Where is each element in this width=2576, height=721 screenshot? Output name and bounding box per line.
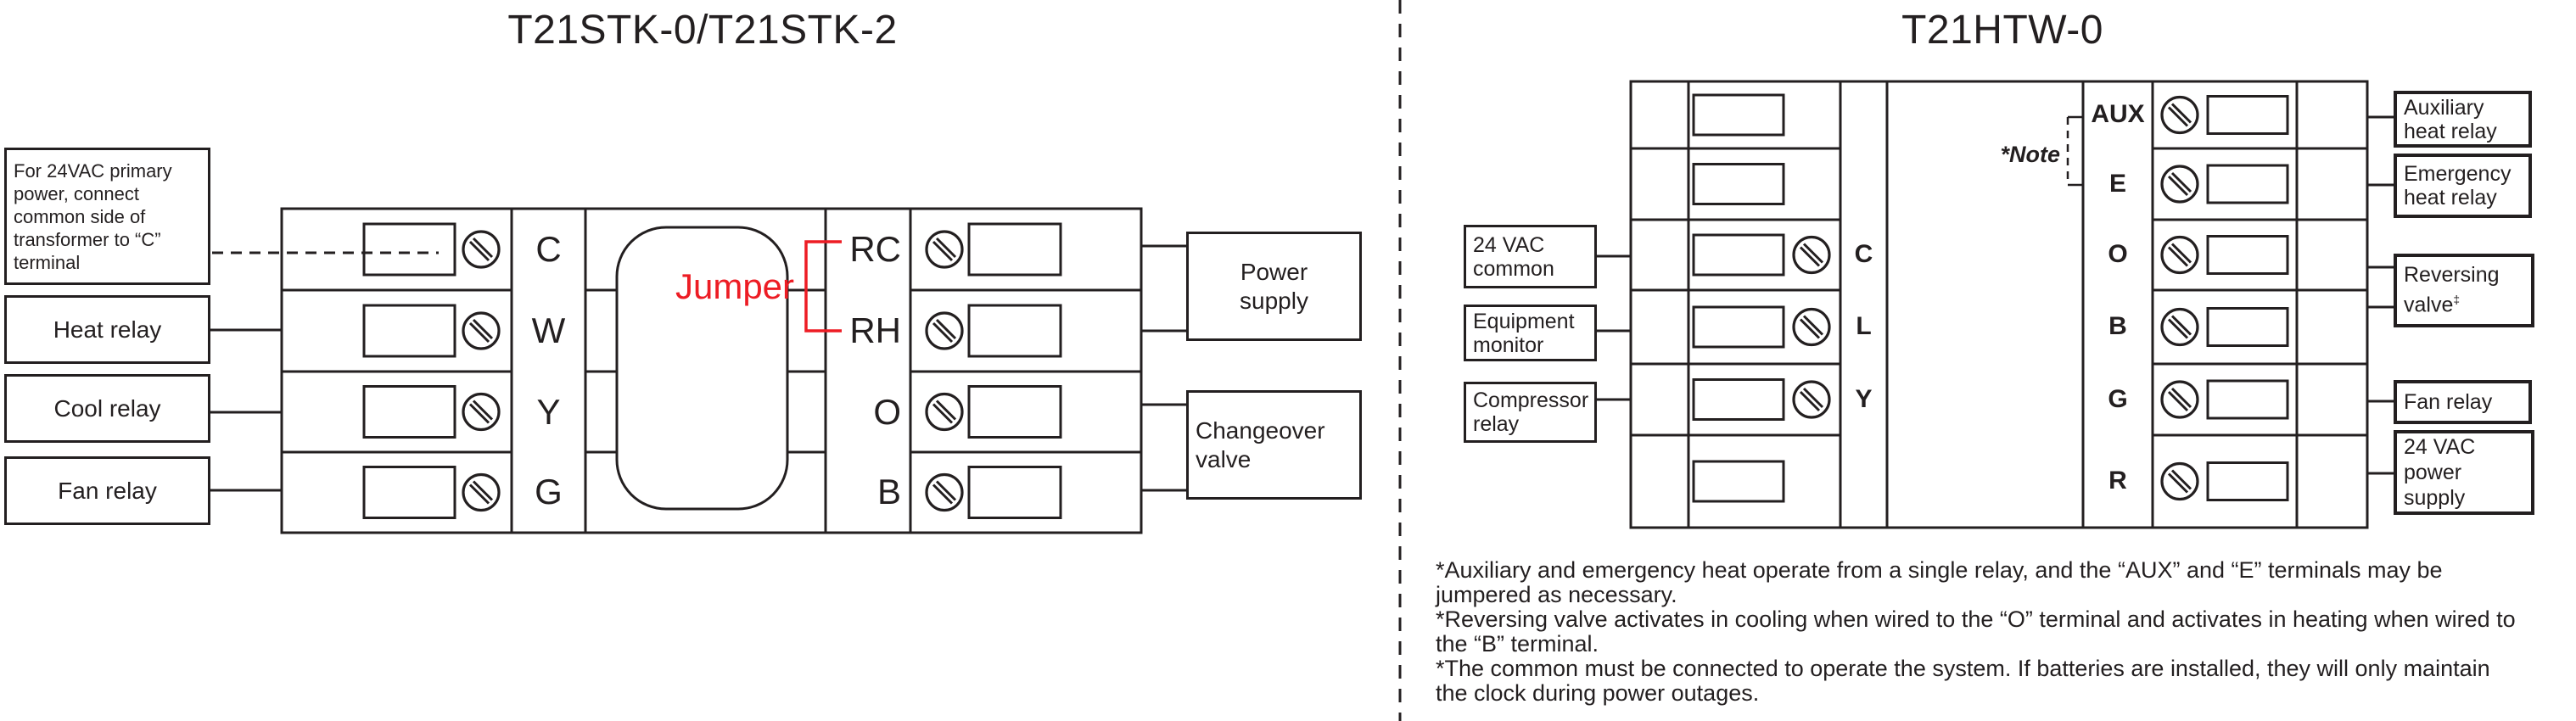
- jumper-label: Jumper: [675, 266, 795, 306]
- right-terminal-block: [1629, 80, 2369, 529]
- output-box-label: Emergency heat relay: [2404, 162, 2512, 210]
- left-diagram-title: T21STK-0/T21STK-2: [507, 8, 898, 53]
- relay-box-label: Cool relay: [53, 394, 161, 422]
- terminal-label-r: R: [2108, 467, 2127, 495]
- terminal-label-g: G: [535, 472, 563, 511]
- input-box-label: Equipment monitor: [1473, 309, 1575, 357]
- output-box-emergency-heat-relay: Emergency heat relay: [2394, 154, 2532, 218]
- output-box-fan-relay: Fan relay: [2394, 380, 2532, 424]
- screw-terminal-icon: [2160, 461, 2199, 501]
- screw-terminal-icon: [1792, 235, 1831, 275]
- output-box-24vac-power-supply: 24 VAC power supply: [2394, 430, 2534, 515]
- output-box-label: 24 VAC power supply: [2404, 435, 2476, 510]
- terminal-label-o: O: [873, 392, 901, 432]
- footnotes: *Auxiliary and emergency heat operate fr…: [1436, 558, 2526, 706]
- relay-box-cool: Cool relay: [4, 374, 210, 443]
- output-box-reversing-valve: Reversing valve‡: [2394, 254, 2534, 327]
- footnote: *The common must be connected to operate…: [1436, 656, 2490, 706]
- info-box-text: For 24VAC primary power, connect common …: [14, 159, 172, 273]
- output-box-label: Auxiliary heat relay: [2404, 95, 2497, 143]
- left-block-wire-slots: [362, 222, 1062, 519]
- right-diagram-title: T21HTW-0: [1901, 8, 2103, 53]
- terminal-label-c: C: [535, 229, 562, 269]
- jumper-bracket: [804, 240, 842, 333]
- input-box-24vac-common: 24 VAC common: [1464, 225, 1597, 288]
- screw-terminal-icon: [1792, 380, 1831, 419]
- terminal-label-aux: AUX: [2091, 100, 2145, 128]
- terminal-label-b2: B: [2108, 312, 2127, 340]
- output-box-auxiliary-heat-relay: Auxiliary heat relay: [2394, 91, 2532, 148]
- jumper-capsule-shape: [615, 226, 789, 511]
- screw-terminal-icon: [2160, 165, 2199, 204]
- relay-box-fan: Fan relay: [4, 456, 210, 525]
- footnote: *Auxiliary and emergency heat operate fr…: [1436, 557, 2443, 607]
- note-bracket: [2066, 115, 2083, 187]
- screw-terminal-icon: [1792, 307, 1831, 347]
- screw-terminal-icon: [2160, 95, 2199, 135]
- reversing-valve-footnote-mark: ‡: [2453, 293, 2461, 307]
- screw-terminal-icon: [925, 392, 964, 432]
- power-supply-label: Power supply: [1240, 258, 1308, 314]
- right-block-wire-slots: [1692, 93, 2289, 503]
- screw-terminal-icon: [462, 392, 501, 432]
- input-box-equipment-monitor: Equipment monitor: [1464, 305, 1597, 361]
- output-box-label: Fan relay: [2404, 389, 2493, 414]
- input-box-label: 24 VAC common: [1473, 232, 1554, 281]
- relay-box-label: Fan relay: [58, 477, 157, 504]
- relay-box-heat: Heat relay: [4, 295, 210, 364]
- info-box: For 24VAC primary power, connect common …: [4, 148, 210, 285]
- terminal-label-rc: RC: [849, 229, 901, 269]
- left-diagram-wires: [209, 244, 1186, 492]
- screw-terminal-icon: [462, 472, 501, 512]
- screw-terminal-icon: [2160, 380, 2199, 419]
- footnote: *Reversing valve activates in cooling wh…: [1436, 606, 2516, 657]
- screw-terminal-icon: [462, 230, 501, 269]
- screw-terminal-icon: [462, 311, 501, 350]
- changeover-valve-label: Changeover valve: [1196, 416, 1325, 472]
- terminal-label-c2: C: [1854, 240, 1873, 268]
- power-supply-box: Power supply: [1186, 232, 1362, 341]
- terminal-label-w: W: [531, 310, 566, 350]
- input-box-label: Compressor relay: [1473, 388, 1589, 436]
- screw-terminal-icon: [925, 311, 964, 350]
- terminal-label-e: E: [2108, 170, 2126, 198]
- screw-terminal-icon: [925, 230, 964, 269]
- note-label: *Note: [2000, 142, 2060, 167]
- terminal-label-rh: RH: [849, 310, 901, 350]
- relay-box-label: Heat relay: [53, 316, 162, 343]
- terminal-label-g2: G: [2108, 385, 2128, 413]
- terminal-label-y2: Y: [1855, 385, 1873, 413]
- terminal-label-b: B: [876, 472, 901, 511]
- screw-terminal-icon: [2160, 235, 2199, 275]
- terminal-label-o2: O: [2108, 240, 2128, 268]
- right-diagram-wires: [1595, 115, 2395, 475]
- terminal-label-l: L: [1856, 312, 1872, 340]
- screw-terminal-icon: [2160, 307, 2199, 347]
- input-box-compressor-relay: Compressor relay: [1464, 382, 1597, 443]
- output-box-label: Reversing valve‡: [2404, 263, 2500, 317]
- changeover-valve-box: Changeover valve: [1186, 390, 1362, 500]
- screw-terminal-icon: [925, 472, 964, 512]
- terminal-label-y: Y: [536, 392, 561, 432]
